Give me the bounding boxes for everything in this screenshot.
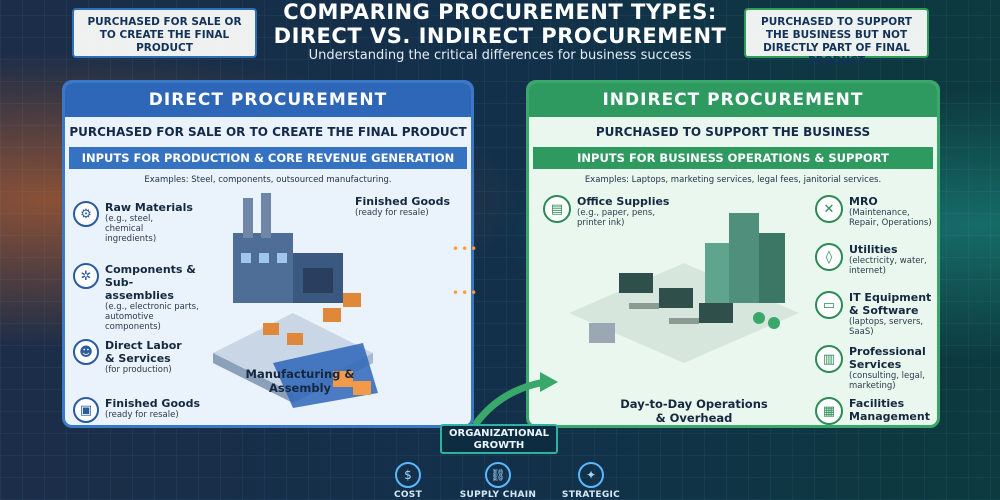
- indirect-item-facilities: ▦ Facilities Management: [815, 397, 937, 425]
- cog-icon: ✲: [73, 263, 99, 289]
- direct-bar: INPUTS FOR PRODUCTION & CORE REVENUE GEN…: [69, 147, 467, 169]
- indirect-procurement-panel: INDIRECT PROCUREMENT PURCHASED TO SUPPOR…: [526, 80, 940, 428]
- item-desc: (ready for resale): [355, 208, 429, 218]
- drop-icon: ◊: [815, 243, 843, 271]
- item-desc: (e.g., steel, chemical ingredients): [105, 214, 157, 244]
- gear-icon: ⚙: [73, 201, 99, 227]
- item-title: Finished Goods: [355, 195, 450, 208]
- item-title: Office Supplies: [577, 195, 670, 208]
- strategy-icon: ✦: [578, 462, 604, 488]
- indirect-item-mro: ✕ MRO (Maintenance, Repair, Operations): [815, 195, 937, 228]
- item-desc: (laptops, servers, SaaS): [849, 317, 924, 337]
- item-title: Facilities Management: [849, 397, 930, 423]
- indirect-heading: INDIRECT PROCUREMENT: [529, 83, 937, 117]
- cost-icon: $: [395, 462, 421, 488]
- chain-icon: ⛓: [485, 462, 511, 488]
- box-icon: ▣: [73, 397, 99, 423]
- item-desc: (electricity, water, internet): [849, 256, 927, 276]
- direct-item-raw-materials: ⚙ Raw Materials (e.g., steel, chemical i…: [73, 201, 193, 244]
- item-desc: (e.g., electronic parts, automotive comp…: [105, 302, 199, 332]
- item-title: Finished Goods: [105, 397, 200, 410]
- direct-caption: Manufacturing & Assembly: [245, 367, 355, 395]
- indirect-examples: Examples: Laptops, marketing services, l…: [584, 175, 882, 185]
- title-line-2: DIRECT VS. INDIRECT PROCUREMENT: [273, 24, 727, 48]
- item-desc: (consulting, legal, marketing): [849, 371, 925, 391]
- item-desc: (e.g., paper, pens, printer ink): [577, 208, 656, 228]
- direct-definition: PURCHASED FOR SALE OR TO CREATE THE FINA…: [69, 125, 467, 139]
- wrench-icon: ✕: [815, 195, 843, 223]
- direct-examples: Examples: Steel, components, outsourced …: [144, 175, 392, 185]
- document-icon: ▤: [543, 195, 571, 223]
- indirect-caption: Day-to-Day Operations & Overhead: [620, 397, 768, 425]
- item-title: Components & Sub-assemblies: [105, 263, 196, 302]
- bottom-label-strategic: STRATEGIC: [561, 490, 621, 500]
- page-subtitle: Understanding the critical differences f…: [308, 48, 692, 63]
- office-illustration: [569, 213, 799, 363]
- item-title: Direct Labor & Services: [105, 339, 182, 365]
- direct-callout: PURCHASED FOR SALE OR TO CREATE THE FINA…: [72, 8, 257, 58]
- item-title: MRO: [849, 195, 878, 208]
- indirect-item-utilities: ◊ Utilities (electricity, water, interne…: [815, 243, 937, 276]
- item-desc: (for production): [105, 365, 172, 375]
- direct-procurement-panel: DIRECT PROCUREMENT PURCHASED FOR SALE OR…: [62, 80, 474, 428]
- direct-finished-goods-label: Finished Goods (ready for resale): [355, 195, 465, 218]
- indirect-definition: PURCHASED TO SUPPORT THE BUSINESS: [595, 125, 871, 139]
- connector-dots-upper: •••: [452, 242, 480, 256]
- item-desc: (Maintenance, Repair, Operations): [849, 208, 932, 228]
- page-title: COMPARING PROCUREMENT TYPES: DIRECT VS. …: [240, 0, 760, 48]
- laptop-icon: ▭: [815, 291, 843, 319]
- indirect-item-it-equipment: ▭ IT Equipment & Software (laptops, serv…: [815, 291, 937, 337]
- indirect-callout: PURCHASED TO SUPPORT THE BUSINESS BUT NO…: [744, 8, 929, 67]
- item-title: Utilities: [849, 243, 898, 256]
- connector-dots-lower: •••: [452, 286, 480, 300]
- organizational-growth-badge: ORGANIZATIONAL GROWTH: [440, 424, 558, 454]
- briefcase-icon: ▥: [815, 345, 843, 373]
- item-desc: (ready for resale): [105, 410, 179, 420]
- growth-arrow-icon: [472, 372, 558, 428]
- bottom-label-supply-chain: SUPPLY CHAIN: [459, 490, 537, 500]
- title-line-1: COMPARING PROCUREMENT TYPES:: [283, 0, 717, 24]
- indirect-bar: INPUTS FOR BUSINESS OPERATIONS & SUPPORT: [533, 147, 933, 169]
- bottom-label-cost: COST: [393, 490, 423, 500]
- worker-icon: ☻: [73, 339, 99, 365]
- item-title: Raw Materials: [105, 201, 193, 214]
- direct-item-components: ✲ Components & Sub-assemblies (e.g., ele…: [73, 263, 201, 332]
- item-title: IT Equipment & Software: [849, 291, 932, 317]
- building-icon: ▦: [815, 397, 843, 425]
- factory-illustration: [213, 193, 378, 408]
- indirect-item-professional-services: ▥ Professional Services (consulting, leg…: [815, 345, 937, 391]
- direct-item-finished-goods: ▣ Finished Goods (ready for resale): [73, 397, 213, 423]
- direct-item-labor: ☻ Direct Labor & Services (for productio…: [73, 339, 193, 375]
- item-title: Professional Services: [849, 345, 926, 371]
- indirect-office-supplies: ▤ Office Supplies (e.g., paper, pens, pr…: [543, 195, 673, 228]
- direct-heading: DIRECT PROCUREMENT: [65, 83, 471, 117]
